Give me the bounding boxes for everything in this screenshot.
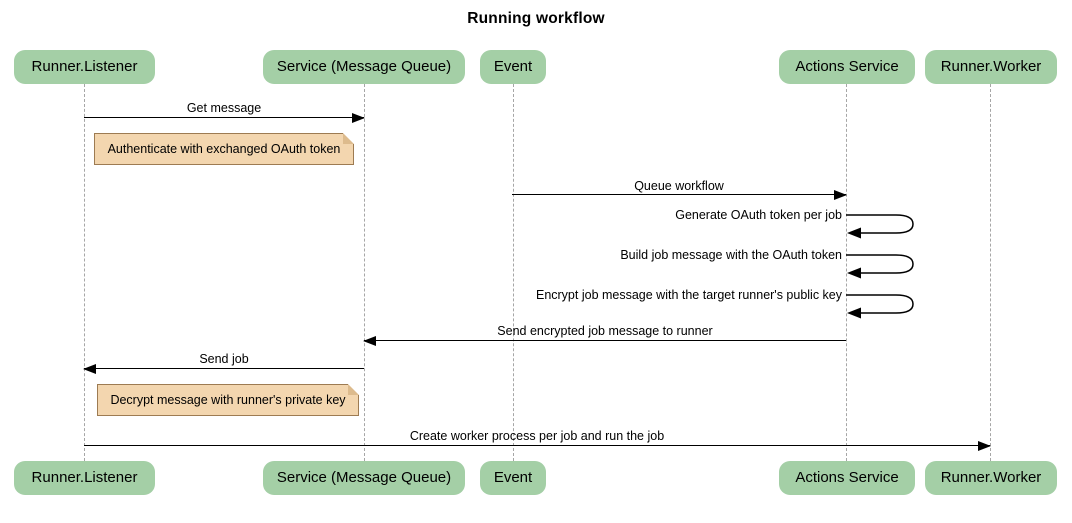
lifeline-runner-worker	[990, 84, 991, 461]
message-label-generate-oauth-token: Generate OAuth token per job	[675, 208, 842, 222]
arrowhead-right-icon	[978, 440, 991, 451]
arrowhead-left-icon	[83, 363, 96, 374]
actor-box-service-message-queue-bottom: Service (Message Queue)	[263, 461, 465, 495]
note-decrypt: Decrypt message with runner's private ke…	[97, 384, 359, 416]
note-authenticate: Authenticate with exchanged OAuth token	[94, 133, 354, 165]
arrowhead-right-icon	[834, 189, 847, 200]
message-label-build-job-message: Build job message with the OAuth token	[620, 248, 842, 262]
message-label-send-job: Send job	[199, 352, 249, 366]
message-arrow-send-job	[83, 363, 364, 374]
message-arrow-queue-workflow	[512, 189, 847, 200]
message-label-send-encrypted-job-message: Send encrypted job message to runner	[497, 324, 713, 338]
self-loop-line	[846, 254, 914, 274]
message-label-queue-workflow: Queue workflow	[634, 179, 724, 193]
message-arrow-create-worker-process	[84, 440, 991, 451]
actor-box-actions-service-top: Actions Service	[779, 50, 915, 84]
actor-box-runner-listener-top: Runner.Listener	[14, 50, 155, 84]
actor-box-service-message-queue-top: Service (Message Queue)	[263, 50, 465, 84]
lifeline-actions-service	[846, 84, 847, 461]
message-label-encrypt-job-message: Encrypt job message with the target runn…	[535, 288, 842, 302]
lifeline-service-message-queue	[364, 84, 365, 461]
lifeline-event	[513, 84, 514, 461]
message-arrow-send-encrypted-job-message	[363, 335, 846, 346]
self-loop-line	[846, 294, 914, 314]
self-message-arrow-build-job-message	[846, 254, 914, 279]
actor-box-event-top: Event	[480, 50, 546, 84]
arrowhead-left-icon	[847, 227, 861, 239]
self-message-arrow-encrypt-job-message	[846, 294, 914, 319]
message-arrow-get-message	[84, 112, 365, 123]
message-label-create-worker-process: Create worker process per job and run th…	[409, 429, 665, 443]
arrowhead-right-icon	[352, 112, 365, 123]
actor-box-runner-listener-bottom: Runner.Listener	[14, 461, 155, 495]
lifeline-runner-listener	[84, 84, 85, 461]
actor-box-actions-service-bottom: Actions Service	[779, 461, 915, 495]
self-message-arrow-generate-oauth-token	[846, 214, 914, 239]
arrowhead-left-icon	[847, 307, 861, 319]
actor-box-runner-worker-bottom: Runner.Worker	[925, 461, 1057, 495]
actor-box-runner-worker-top: Runner.Worker	[925, 50, 1057, 84]
diagram-title: Running workflow	[467, 10, 605, 27]
self-loop-line	[846, 214, 914, 234]
actor-box-event-bottom: Event	[480, 461, 546, 495]
arrowhead-left-icon	[847, 267, 861, 279]
message-label-get-message: Get message	[186, 101, 262, 115]
arrowhead-left-icon	[363, 335, 376, 346]
